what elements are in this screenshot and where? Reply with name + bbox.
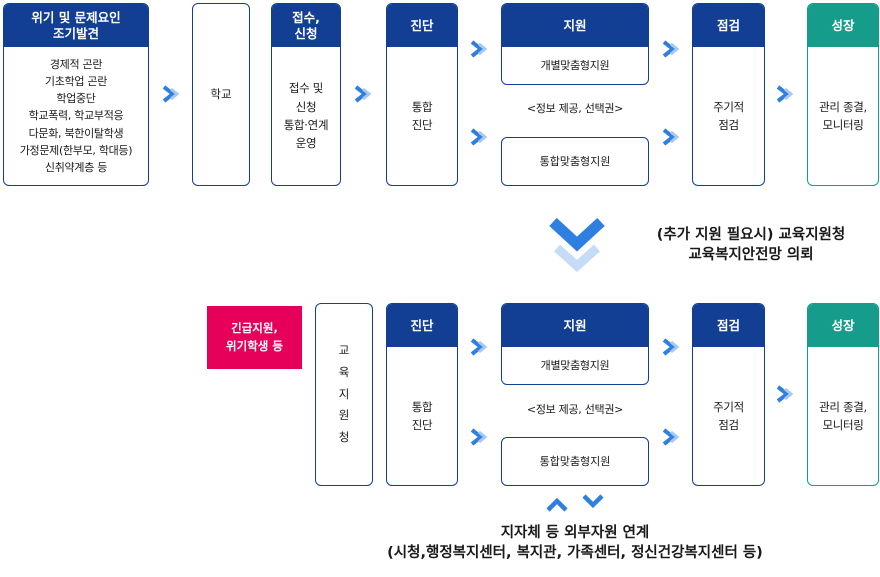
intake-body: 접수 및 신청 통합·연계 운영: [283, 81, 329, 151]
check-title: 점검: [693, 304, 764, 347]
education-office-box: 교 육 지 원 청: [315, 303, 373, 486]
chevron-right-icon: [662, 128, 680, 146]
growth-title: 성장: [808, 4, 878, 47]
education-office-char: 육: [338, 364, 350, 379]
double-chevron-down-icon: [549, 218, 605, 273]
school-box: 학교: [192, 3, 250, 186]
diagnosis-title: 진단: [387, 4, 457, 47]
diagnosis-box-bottom: 진단 통합 진단: [386, 303, 458, 486]
chevron-right-icon: [662, 338, 680, 356]
intake-title: 접수, 신청: [272, 4, 340, 47]
growth-box-bottom: 성장 관리 종결, 모니터링: [807, 303, 879, 486]
growth-body: 관리 종결, 모니터링: [819, 99, 867, 132]
chevron-right-icon: [470, 40, 488, 58]
early-detection-items: 경제적 곤란 기초학업 곤란 학업중단 학교폭력, 학교부적응 다문화, 북한이…: [19, 58, 133, 174]
education-office-char: 청: [338, 430, 350, 445]
chevron-right-icon: [470, 428, 488, 446]
education-office-char: 지: [338, 386, 350, 401]
diagnosis-box: 진단 통합 진단: [386, 3, 458, 186]
growth-box: 성장 관리 종결, 모니터링: [807, 3, 879, 186]
support-box-bottom: 지원 개별맞춤형지원: [501, 303, 649, 385]
support-note: <정보 제공, 선택권>: [526, 403, 624, 416]
early-detection-title: 위기 및 문제요인 조기발견: [4, 4, 148, 47]
check-box-bottom: 점검 주기적 점검: [692, 303, 765, 486]
check-title: 점검: [693, 4, 764, 47]
diagnosis-title: 진단: [387, 304, 457, 347]
check-box: 점검 주기적 점검: [692, 3, 765, 186]
diagnosis-body: 통합 진단: [411, 99, 433, 132]
support-title: 지원: [502, 4, 648, 47]
chevron-down-icon: [582, 494, 604, 509]
diagnosis-body: 통합 진단: [411, 399, 433, 432]
chevron-right-icon: [162, 85, 180, 103]
check-body: 주기적 점검: [713, 99, 744, 132]
support-integrated: 통합맞춤형지원: [501, 437, 649, 486]
education-office-char: 원: [338, 408, 350, 423]
chevron-right-icon: [470, 128, 488, 146]
support-box: 지원 개별맞춤형지원: [501, 3, 649, 85]
chevron-right-icon: [354, 85, 372, 103]
growth-body: 관리 종결, 모니터링: [819, 399, 867, 432]
early-detection-box: 위기 및 문제요인 조기발견 경제적 곤란 기초학업 곤란 학업중단 학교폭력,…: [3, 3, 149, 186]
chevron-right-icon: [776, 85, 794, 103]
external-resources-caption: 지자체 등 외부자원 연계 (시청,행정복지센터, 복지관, 가족센터, 정신건…: [387, 525, 763, 561]
support-individual: 개별맞춤형지원: [540, 358, 610, 372]
chevron-right-icon: [776, 385, 794, 403]
support-integrated: 통합맞춤형지원: [501, 137, 649, 186]
chevron-up-icon: [546, 497, 568, 512]
support-individual: 개별맞춤형지원: [540, 58, 610, 72]
education-office-char: 교: [338, 342, 350, 357]
intake-box: 접수, 신청 접수 및 신청 통합·연계 운영: [271, 3, 341, 186]
chevron-right-icon: [470, 338, 488, 356]
support-title: 지원: [502, 304, 648, 347]
emergency-label: 긴급지원, 위기학생 등: [207, 306, 302, 369]
growth-title: 성장: [808, 304, 878, 347]
chevron-right-icon: [662, 428, 680, 446]
referral-caption: (추가 지원 필요시) 교육지원청 교육복지안전망 의뢰: [656, 227, 846, 263]
support-note: <정보 제공, 선택권>: [526, 102, 624, 115]
check-body: 주기적 점검: [713, 399, 744, 432]
chevron-right-icon: [662, 40, 680, 58]
